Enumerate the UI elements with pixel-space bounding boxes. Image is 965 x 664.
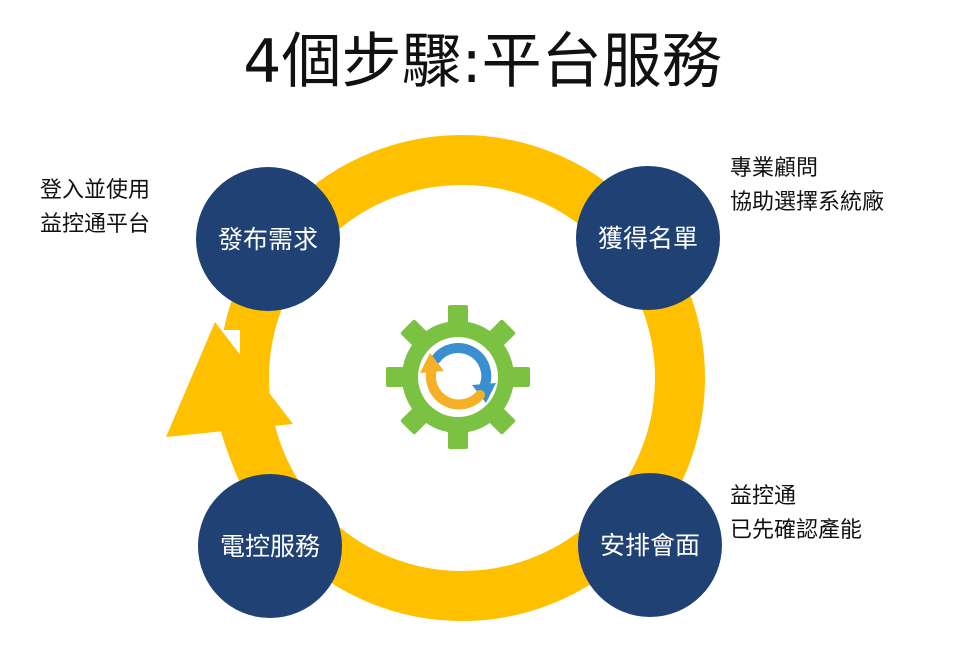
note-list-line-2: 協助選擇系統廠 [730, 190, 885, 215]
page-title: 4個步驟:平台服務 [243, 27, 722, 97]
step-node-service: 電控服務 [198, 474, 342, 618]
step-label-service: 電控服務 [220, 532, 320, 561]
gear-cycle-icon [386, 305, 530, 449]
note-meeting-line-1: 益控通 [730, 484, 797, 509]
note-meeting: 益控通 已先確認產能 [730, 480, 862, 548]
step-node-list: 獲得名單 [576, 166, 720, 310]
note-publish-line-2: 益控通平台 [40, 212, 151, 237]
step-node-publish: 發布需求 [196, 167, 340, 311]
note-meeting-line-2: 已先確認產能 [730, 518, 863, 543]
step-node-meeting: 安排會面 [578, 473, 722, 617]
step-label-list: 獲得名單 [598, 224, 698, 253]
note-publish: 登入並使用 益控通平台 [40, 174, 150, 242]
step-label-meeting: 安排會面 [600, 531, 700, 560]
note-publish-line-1: 登入並使用 [40, 178, 151, 203]
note-list: 專業顧問 協助選擇系統廠 [730, 152, 884, 220]
cycle-arrowhead [166, 322, 293, 437]
step-label-publish: 發布需求 [218, 225, 318, 254]
note-list-line-1: 專業顧問 [730, 156, 819, 181]
